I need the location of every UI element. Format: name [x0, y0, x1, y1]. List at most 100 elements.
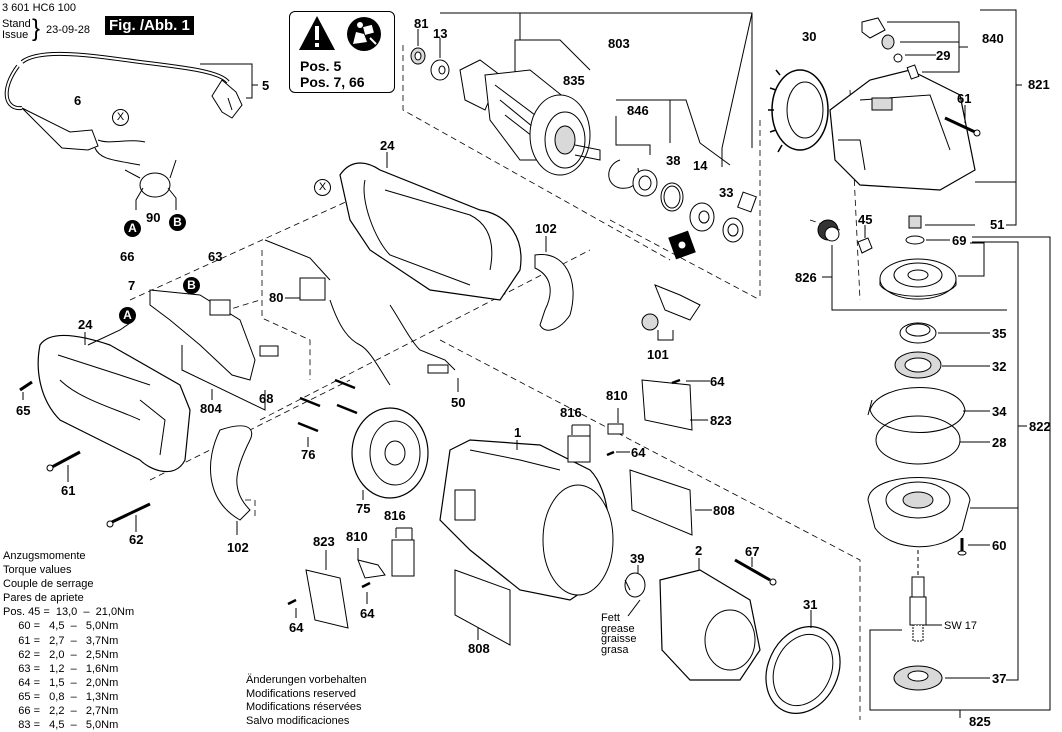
- marker-a-switch: A: [119, 307, 136, 324]
- bearing-flange: [867, 477, 971, 548]
- motor-housing-handle: [339, 162, 522, 301]
- label-33: 33: [719, 185, 734, 200]
- label-30: 30: [802, 29, 817, 44]
- carbon-brush-810-lower: [357, 559, 386, 579]
- label-2: 2: [695, 543, 703, 558]
- label-76: 76: [301, 447, 316, 462]
- label-808-lower: [454, 569, 511, 646]
- torque-title-de: Anzugsmomente: [3, 550, 86, 562]
- warning-icons: [299, 16, 381, 51]
- label-840: 840: [982, 31, 1004, 46]
- wrench-size-label: SW 17: [944, 620, 978, 632]
- label-7: 7: [128, 278, 136, 293]
- torque-row: 83 = 4,5 – 5,0Nm: [3, 719, 119, 732]
- nut-45: [857, 237, 873, 254]
- label-50: 50: [451, 395, 466, 410]
- label-5: 5: [262, 78, 270, 93]
- stand-issue-label: Stand Issue: [2, 19, 31, 41]
- handle-cover-upper: [534, 253, 574, 331]
- label-64-lower-left: 64: [289, 620, 304, 635]
- screw-64-lower-right: [361, 581, 371, 589]
- circlip-69: [905, 235, 925, 245]
- modifications-fr: Modifications réservées: [246, 701, 362, 713]
- brush-cover-823-lower: [305, 569, 349, 629]
- cord-sleeve: [21, 107, 146, 166]
- label-846: 846: [627, 103, 649, 118]
- brush-holder-816-upper: [567, 435, 591, 463]
- marker-x-housing: X: [314, 179, 331, 196]
- end-shield-75: [351, 407, 429, 499]
- spindle-lock-pin: [906, 64, 920, 80]
- label-63: 63: [208, 249, 223, 264]
- spindle: [909, 576, 927, 642]
- grease-note: Fett grease graisse grasa: [601, 613, 636, 656]
- label-64-mid: 64: [631, 445, 646, 460]
- marker-b-switch: B: [183, 277, 200, 294]
- modifications-de: Änderungen vorbehalten: [246, 674, 367, 686]
- marker-a-cord: A: [124, 220, 141, 237]
- label-1: 1: [514, 425, 522, 440]
- bearing-35: [899, 322, 937, 344]
- ring-31: [765, 626, 841, 714]
- grease-es: grasa: [601, 644, 629, 657]
- label-37: 37: [992, 671, 1007, 686]
- label-14: 14: [693, 158, 708, 173]
- label-51: 51: [990, 217, 1005, 232]
- label-822: 822: [1029, 419, 1051, 434]
- bearing-37: [893, 665, 943, 691]
- rear-handle: [37, 334, 191, 473]
- modifications-note: Änderungen vorbehalten Modifications res…: [246, 674, 366, 728]
- label-90: 90: [146, 210, 161, 225]
- armature: [459, 59, 601, 176]
- screw-64-mid: [606, 450, 615, 457]
- bearing-81: [410, 47, 426, 65]
- label-66: 66: [120, 249, 135, 264]
- motor-housing-1: [439, 439, 614, 601]
- label-62: 62: [129, 532, 144, 547]
- spindle-lock-button: [861, 17, 886, 39]
- label-34: 34: [992, 404, 1007, 419]
- label-39: 39: [630, 551, 645, 566]
- label-45: 45: [858, 212, 873, 227]
- label-808-lower: 808: [468, 641, 490, 656]
- figure-label: Fig. /Abb. 1: [105, 16, 194, 35]
- label-31: 31: [803, 597, 818, 612]
- gear-housing: [829, 69, 976, 191]
- torque-row: 60 = 4,5 – 5,0Nm: [3, 620, 119, 633]
- stand-label: Stand: [2, 18, 31, 30]
- label-61-top: 61: [957, 91, 972, 106]
- label-804: 804: [200, 401, 222, 416]
- label-64-lower-right: 64: [360, 606, 375, 621]
- label-29: 29: [936, 48, 951, 63]
- label-810-upper: 810: [606, 388, 628, 403]
- label-65: 65: [16, 403, 31, 418]
- grease-de: Fett: [601, 612, 620, 624]
- label-816-upper: 816: [560, 405, 582, 420]
- bearing-cover-33: [722, 217, 744, 243]
- label-13: 13: [433, 26, 448, 41]
- label-821: 821: [1028, 77, 1050, 92]
- label-28: 28: [992, 435, 1007, 450]
- label-816-lower: 816: [384, 508, 406, 523]
- label-101: 101: [647, 347, 669, 362]
- screw-67: [734, 558, 777, 586]
- issue-date: 23-09-28: [46, 24, 91, 36]
- torque-row: 65 = 0,8 – 1,3Nm: [3, 690, 119, 703]
- marker-b-cord: B: [169, 214, 186, 231]
- washer-846: [632, 169, 658, 197]
- torque-row: 66 = 2,2 – 2,7Nm: [3, 705, 119, 718]
- modifications-en: Modifications reserved: [246, 687, 357, 700]
- torque-row: 62 = 2,0 – 2,5Nm: [3, 648, 119, 661]
- screw-61-handle: [46, 450, 81, 472]
- felt-pad: [737, 191, 757, 213]
- label-64-upper: 64: [710, 374, 725, 389]
- torque-row: Pos. 45 = 13,0 – 21,0Nm: [3, 606, 135, 619]
- switch-80: [264, 239, 331, 301]
- label-102-upper: 102: [535, 221, 557, 236]
- marker-x-cord: X: [112, 109, 129, 126]
- label-102-lower: 102: [227, 540, 249, 555]
- torque-row: 64 = 1,5 – 2,0Nm: [3, 676, 119, 689]
- shaft-826: [817, 219, 840, 242]
- issue-label: Issue: [2, 29, 29, 41]
